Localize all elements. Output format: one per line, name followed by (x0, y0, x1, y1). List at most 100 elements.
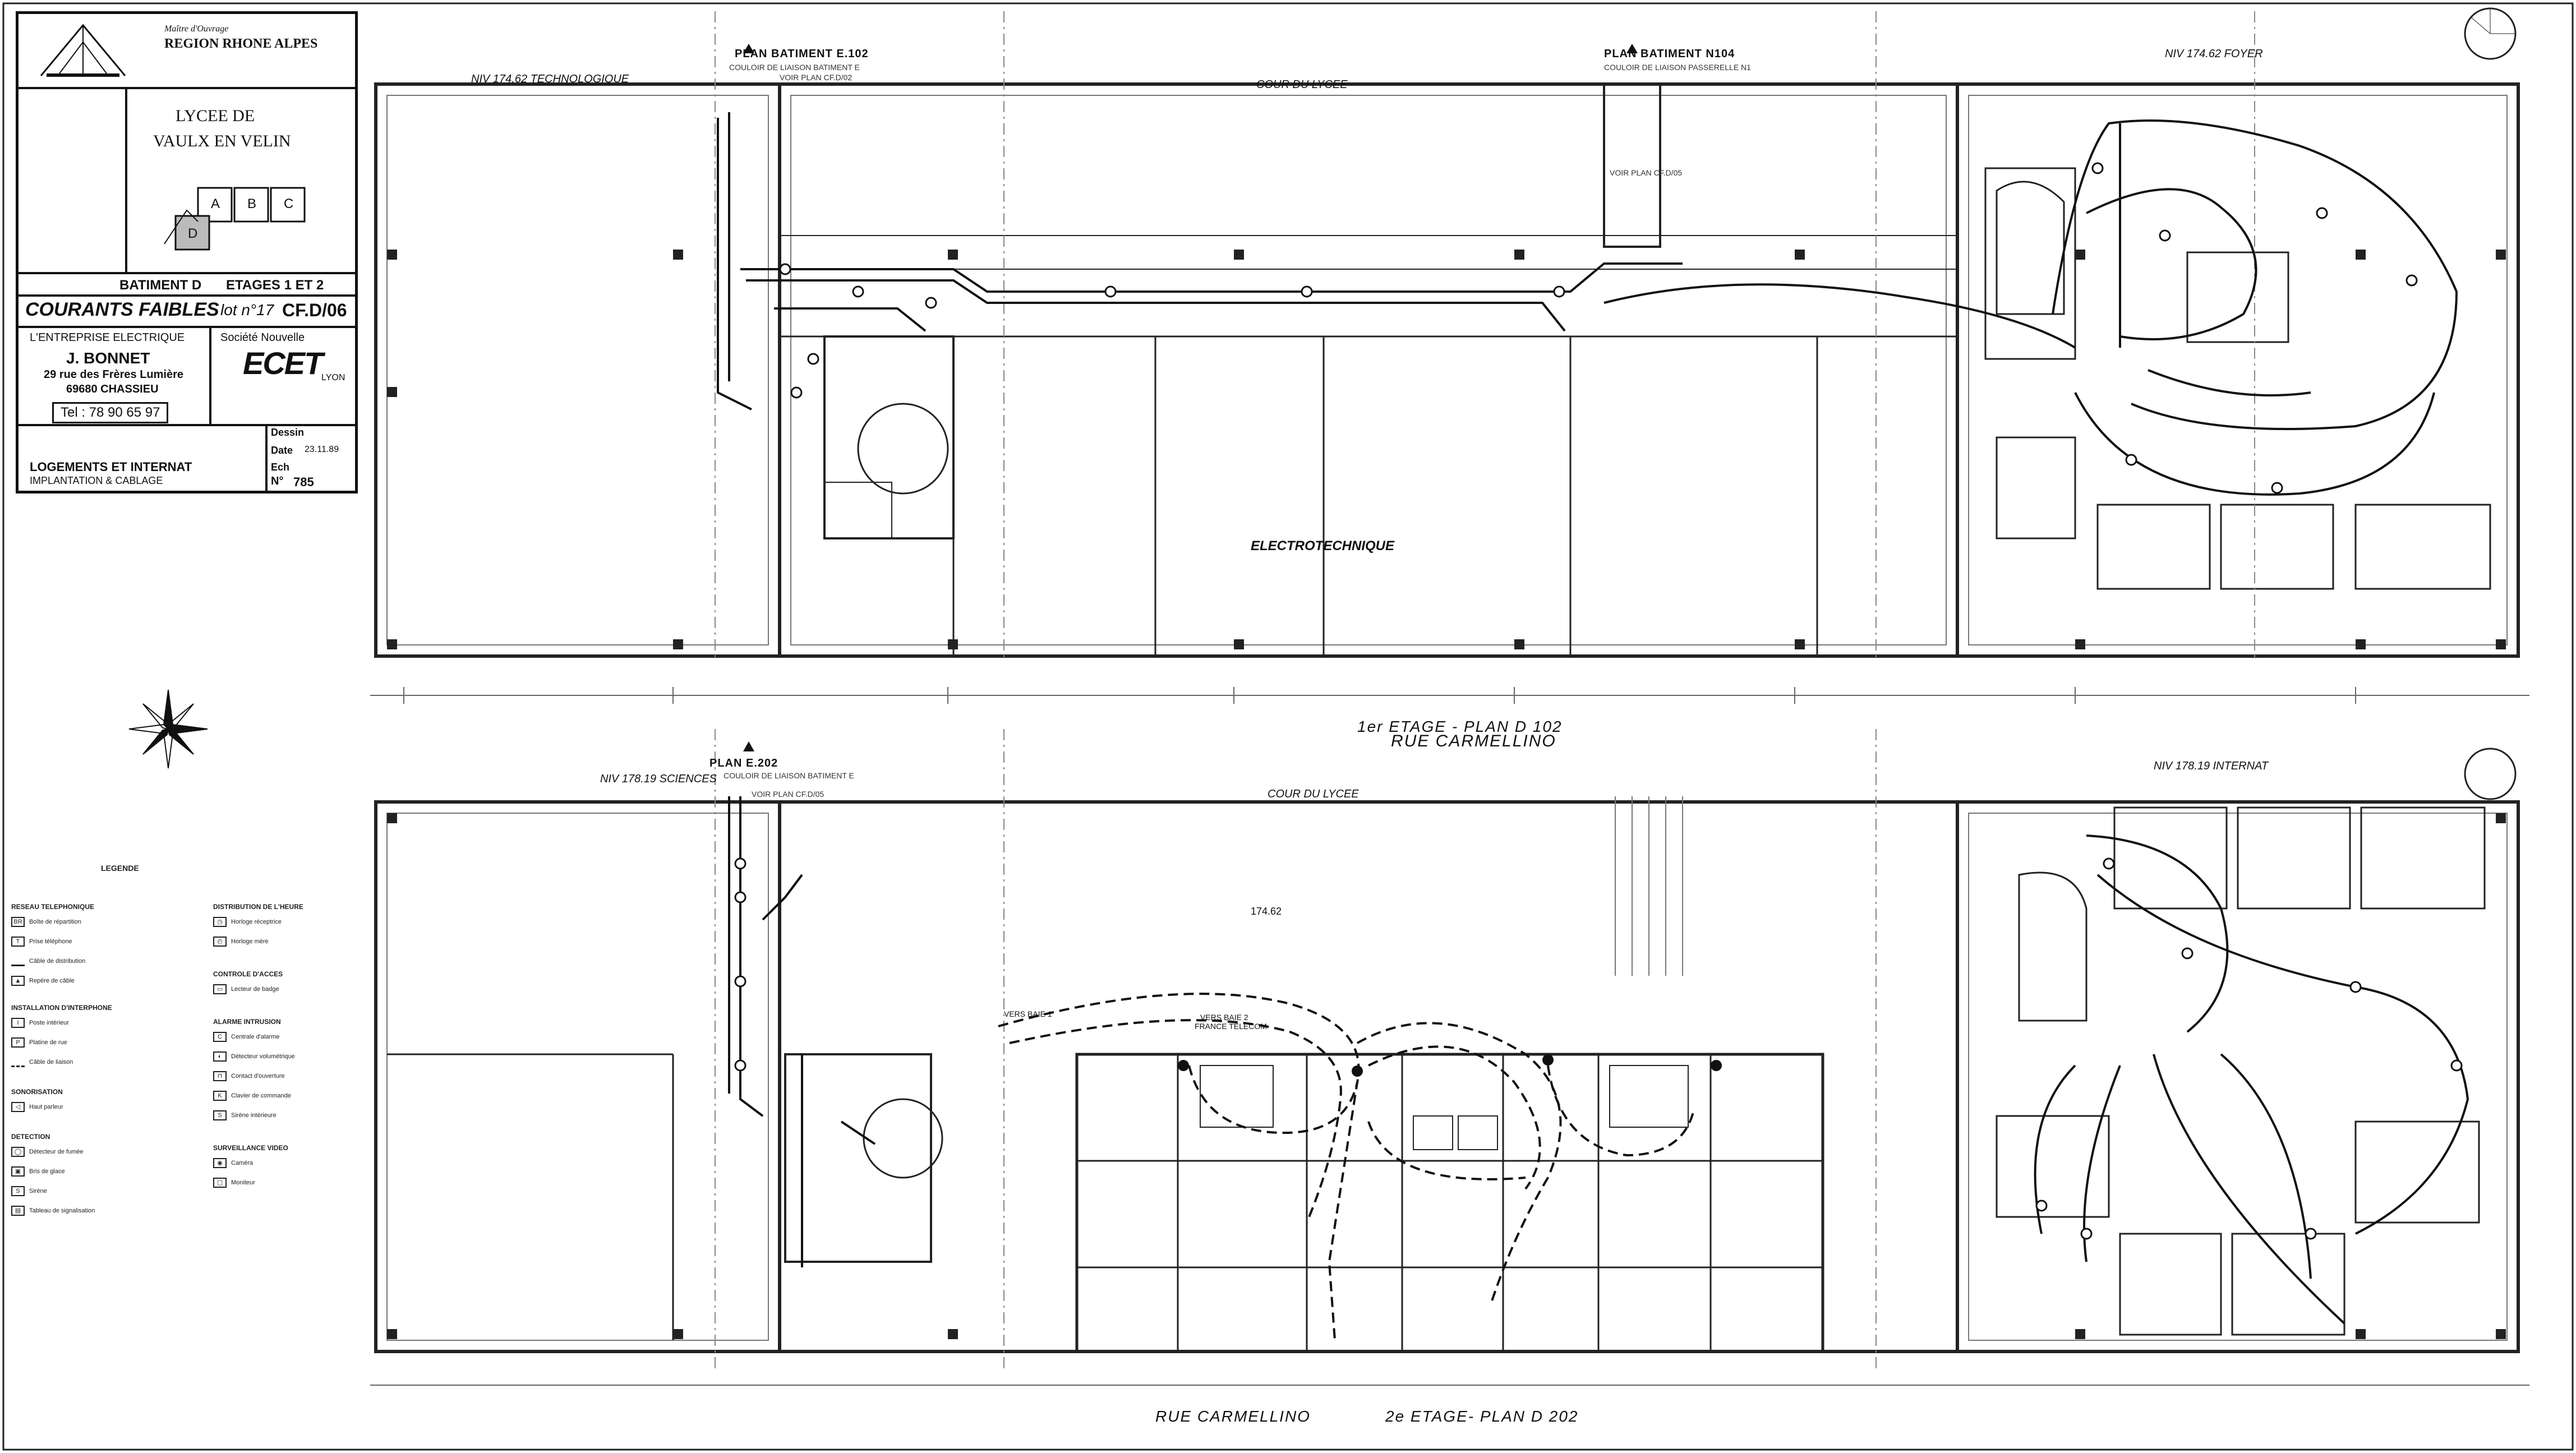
floor-2-title: 2e ETAGE- PLAN D 202 (1385, 1408, 1579, 1425)
legend-item: ▣Bris de glace (11, 1166, 65, 1177)
plan-e102-label: PLAN BATIMENT E.102 (735, 48, 869, 60)
phone-outlet-icon: T (11, 937, 25, 947)
key-plan-letter: C (284, 196, 294, 211)
client-name: REGION RHONE ALPES (164, 36, 318, 51)
plan-n104-ref: VOIR PLAN CF.D/05 (1610, 168, 1683, 177)
field-number-label: N° (271, 475, 284, 487)
building-label: BATIMENT D (119, 278, 202, 293)
region-logo (35, 20, 131, 81)
field-scale-label: Ech (271, 462, 290, 473)
key-plan-letter: D (188, 226, 198, 241)
legend-item: ▲Repère de câble (11, 976, 75, 986)
master-clock-icon: ◴ (213, 937, 227, 947)
level-internat: NIV 178.19 INTERNAT (2154, 760, 2269, 772)
legend-item: ⊓Contact d'ouverture (213, 1071, 285, 1081)
alarm-panel-icon: C (213, 1032, 227, 1042)
door-panel-icon: P (11, 1037, 25, 1048)
doc-number: 785 (293, 475, 314, 489)
plan-e102-sub: COULOIR DE LIAISON BATIMENT E (729, 63, 860, 72)
cabling-floor-2 (728, 796, 2469, 1325)
cable-icon (11, 956, 25, 966)
plan-floor-1 (370, 7, 2529, 704)
break-glass-icon: ▣ (11, 1166, 25, 1177)
legend-group-head: RESEAU TELEPHONIQUE (11, 903, 95, 911)
siren-icon: S (213, 1110, 227, 1120)
siren-icon: S (11, 1186, 25, 1196)
legend-item: ▢Moniteur (213, 1178, 255, 1188)
street-label-bottom: RUE CARMELLINO (1155, 1408, 1311, 1425)
cable-label-telecom: FRANCE TELECOM (1195, 1022, 1267, 1031)
plan-e202-ref: VOIR PLAN CF.D/05 (752, 790, 824, 799)
key-plan-letter: B (247, 196, 257, 211)
box-icon: BR (11, 917, 25, 927)
contractor-address-2: 69680 CHASSIEU (66, 383, 159, 395)
client-label: Maître d'Ouvrage (164, 24, 229, 34)
altitude-label: 174.62 (1251, 906, 1282, 917)
legend-item: Câble de liaison (11, 1057, 73, 1067)
plan-e202-label: PLAN E.202 (709, 757, 778, 769)
room-electrotechnique: ELECTROTECHNIQUE (1251, 538, 1395, 553)
field-dessin-label: Dessin (271, 427, 305, 438)
field-date-label: Date (271, 445, 293, 456)
keypad-icon: K (213, 1091, 227, 1101)
field-date-value: 23.11.89 (305, 445, 339, 454)
legend-group-head: ALARME INTRUSION (213, 1018, 281, 1026)
subject-line-1: LOGEMENTS ET INTERNAT (30, 460, 192, 474)
contractor-phone: Tel : 78 90 65 97 (52, 402, 169, 423)
legend-item: ◉Caméra (213, 1158, 253, 1168)
legend-item: Câble de distribution (11, 956, 85, 966)
courtyard-label-2: COUR DU LYCEE (1268, 788, 1359, 800)
speaker-icon: ◁ (11, 1102, 25, 1112)
motion-sensor-icon: ◐ (213, 1051, 227, 1062)
title-block: Maître d'Ouvrage REGION RHONE ALPES LYCE… (16, 11, 358, 493)
legend-item: ◁Haut parleur (11, 1102, 63, 1112)
subject-line-2: IMPLANTATION & CABLAGE (30, 475, 163, 486)
engineer-logo: ECET (243, 345, 323, 381)
lot-title: COURANTS FAIBLES (25, 299, 219, 320)
cable-label-baie-2: VERS BAIE 2 (1200, 1013, 1248, 1022)
legend-item: ▤Tableau de signalisation (11, 1206, 95, 1216)
cable-icon (11, 1057, 25, 1067)
cable-label-baie-1: VERS BAIE 1 (1004, 1009, 1052, 1018)
project-name-line2: VAULX EN VELIN (153, 132, 291, 150)
key-plan-letter: A (211, 196, 220, 211)
legend-group-head: DETECTION (11, 1133, 50, 1141)
plan-floor-2 (370, 729, 2529, 1386)
doc-code: CF.D/06 (282, 300, 347, 320)
legend-item: ◯Détecteur de fumée (11, 1147, 84, 1157)
legend-group-head: INSTALLATION D'INTERPHONE (11, 1004, 112, 1012)
monitor-icon: ▢ (213, 1178, 227, 1188)
contractor-name: J. BONNET (66, 349, 150, 367)
legend-group-head: DISTRIBUTION DE L'HEURE (213, 903, 303, 911)
contractor-address-1: 29 rue des Frères Lumière (44, 368, 184, 381)
section-markers (743, 44, 1638, 751)
street-label-top: RUE CARMELLINO (1391, 732, 1556, 750)
level-sciences: NIV 178.19 SCIENCES (600, 773, 717, 785)
legend-title: LEGENDE (101, 864, 139, 873)
legend-item: ◐Détecteur volumétrique (213, 1051, 295, 1062)
dashed-cables-floor-2 (998, 993, 1695, 1341)
legend-group-head: SONORISATION (11, 1088, 63, 1096)
clock-icon: ◷ (213, 917, 227, 927)
plan-n104-label: PLAN BATIMENT N104 (1604, 48, 1735, 60)
camera-icon: ◉ (213, 1158, 227, 1168)
plan-e202-sub: COULOIR DE LIAISON BATIMENT E (724, 771, 854, 780)
legend-group-head: CONTROLE D'ACCES (213, 970, 283, 978)
plan-e102-ref: VOIR PLAN CF.D/02 (780, 73, 852, 82)
floor-1-title: 1er ETAGE - PLAN D 102 (1357, 718, 1563, 735)
legend-group-head: SURVEILLANCE VIDEO (213, 1144, 288, 1152)
level-technologique: NIV 174.62 TECHNOLOGIQUE (471, 73, 629, 85)
courtyard-label-1: COUR DU LYCEE (1256, 79, 1348, 91)
cabling-floor-1 (717, 112, 2458, 496)
interphone-icon: I (11, 1018, 25, 1028)
tag-icon: ▲ (11, 976, 25, 986)
